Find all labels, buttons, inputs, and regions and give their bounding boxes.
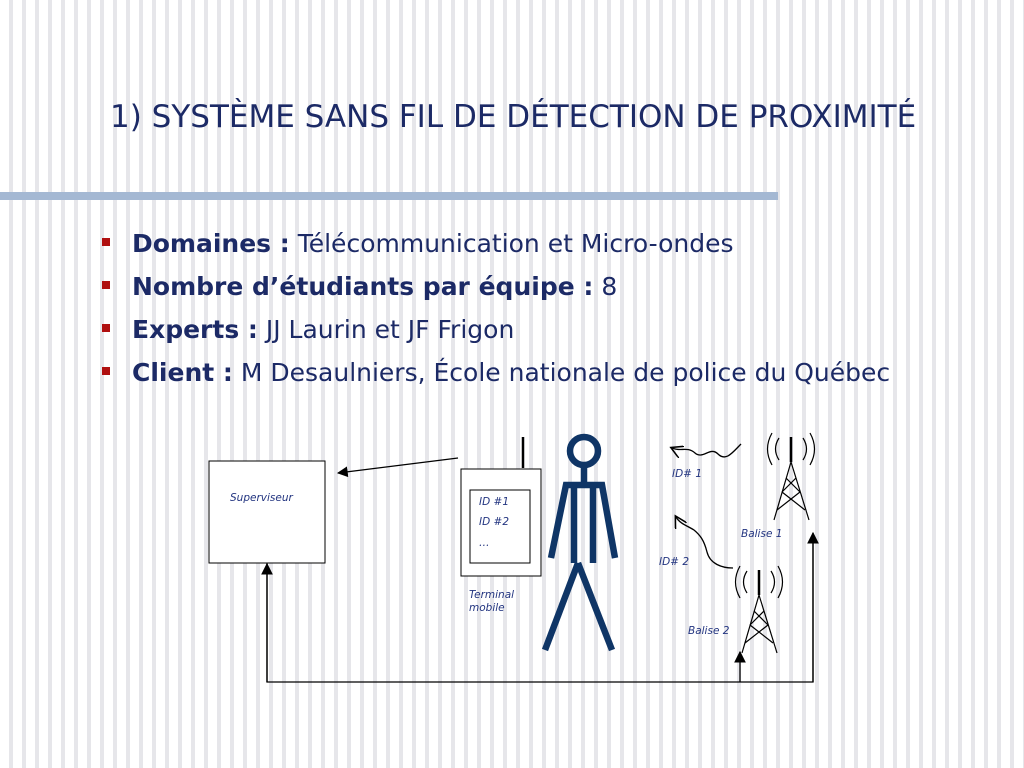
beacon-2-label: Balise 2 (688, 625, 730, 637)
bullet-value: Télécommunication et Micro-ondes (289, 229, 734, 258)
title-underline-bar (0, 192, 778, 200)
bullet-label: Experts : (132, 315, 258, 344)
bullet-value: JJ Laurin et JF Frigon (257, 315, 515, 344)
square-bullet-icon (102, 238, 110, 246)
bullet-item-domaines: Domaines : Télécommunication et Micro-on… (100, 222, 1010, 265)
terminal-id-2: ID #2 (479, 516, 509, 528)
beacon-1-tower-icon (766, 432, 816, 521)
bullet-item-experts: Experts : JJ Laurin et JF Frigon (100, 308, 1010, 351)
square-bullet-icon (102, 324, 110, 332)
signal-2-label: ID# 2 (659, 556, 689, 568)
network-connection-lines (261, 531, 819, 683)
terminal-label-line2: mobile (469, 602, 505, 614)
person-figure-icon (541, 433, 619, 652)
signal-wave-2-icon (676, 517, 734, 569)
bullet-value: 8 (593, 272, 618, 301)
supervisor-label: Superviseur (230, 492, 293, 504)
signal-1-label: ID# 1 (672, 468, 702, 480)
beacon-1-label: Balise 1 (741, 528, 782, 540)
square-bullet-icon (102, 281, 110, 289)
bullet-item-nombre-etudiants: Nombre d’étudiants par équipe : 8 (100, 265, 1010, 308)
beacon-2-tower-icon (734, 565, 784, 654)
terminal-to-supervisor-arrow (336, 457, 459, 478)
slide-title: 1) SYSTÈME SANS FIL DE DÉTECTION DE PROX… (110, 99, 917, 135)
terminal-label-line1: Terminal (469, 589, 514, 601)
bullet-label: Domaines : (132, 229, 290, 258)
supervisor-box: Superviseur (208, 460, 326, 564)
bullet-value: M Desaulniers, École nationale de police… (232, 358, 891, 387)
bullet-item-client: Client : M Desaulniers, École nationale … (100, 351, 1010, 394)
signal-wave-1-icon (672, 443, 742, 457)
bullet-label: Nombre d’étudiants par équipe : (132, 272, 594, 301)
bullet-list: Domaines : Télécommunication et Micro-on… (100, 222, 1010, 394)
terminal-screen (469, 489, 531, 564)
terminal-id-1: ID #1 (479, 496, 509, 508)
mobile-terminal: ID #1 ID #2 … (460, 437, 542, 577)
square-bullet-icon (102, 367, 110, 375)
terminal-id-more: … (479, 537, 490, 549)
bullet-label: Client : (132, 358, 233, 387)
